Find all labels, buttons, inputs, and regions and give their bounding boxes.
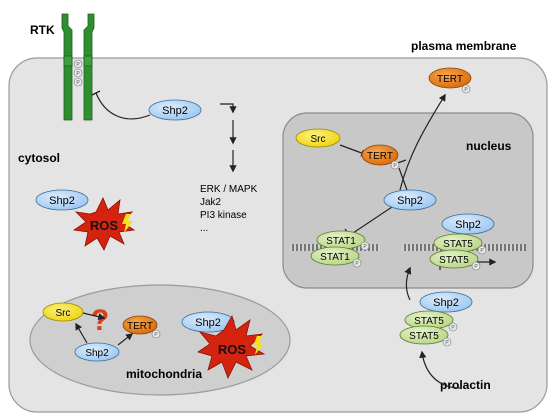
phospho-label: P: [355, 261, 359, 267]
src-label: Src: [311, 134, 326, 145]
tert-membrane: TERT P: [428, 67, 472, 94]
shp2-nucleus-stat5: Shp2: [441, 213, 495, 235]
pathway-item: ...: [200, 223, 208, 234]
phospho-label: P: [76, 80, 80, 86]
stat5-import-arrow: [404, 266, 412, 301]
tert-nucleus: TERT P: [361, 144, 400, 170]
rtk-receptor: [61, 13, 95, 121]
prolactin-label: prolactin: [440, 378, 491, 392]
stat1-dimer: STAT1 P STAT1 P: [310, 230, 370, 268]
inhibition-arrow-rtk: [95, 92, 151, 120]
nucleus-label: nucleus: [466, 139, 512, 153]
prolactin-arrow: [419, 350, 461, 389]
src-mito: Src: [42, 302, 84, 322]
stat1-label: STAT1: [320, 252, 350, 263]
stat1-label: STAT1: [326, 236, 356, 247]
tert-label: TERT: [367, 151, 393, 162]
phospho-label: P: [451, 325, 455, 331]
ros-burst-cytosol: ROS: [72, 197, 136, 251]
pathway-arrows: [220, 103, 237, 173]
phospho-label: P: [76, 71, 80, 77]
tert-label: TERT: [127, 321, 153, 332]
tert-mito: TERT P: [122, 315, 161, 339]
stat5-dimer-cytosol: STAT5 P STAT5 P: [399, 310, 458, 347]
shp2-label: Shp2: [455, 219, 481, 231]
stat5-label: STAT5: [409, 331, 439, 342]
phospho-label: P: [154, 332, 158, 338]
ros-label: ROS: [90, 218, 119, 233]
plasma-membrane-label: plasma membrane: [411, 39, 517, 53]
shp2-label: Shp2: [195, 317, 221, 329]
tert-label: TERT: [437, 74, 463, 85]
phospho-label: P: [464, 87, 468, 93]
question-mark: ?: [91, 304, 109, 337]
src-label: Src: [56, 308, 71, 319]
stat5-label: STAT5: [443, 239, 473, 250]
pathway-item: ERK / MAPK: [200, 184, 258, 195]
shp2-label: Shp2: [433, 297, 459, 309]
stat5-dimer-nucleus: STAT5 P STAT5 P: [429, 233, 487, 271]
shp2-mito-left: Shp2: [74, 342, 120, 362]
shp2-cytosol-stat5: Shp2: [419, 291, 473, 313]
ros-burst-mito: ROS: [197, 314, 266, 379]
shp2-mito-right: Shp2: [181, 311, 235, 333]
ros-label: ROS: [218, 342, 247, 357]
stat5-label: STAT5: [439, 255, 469, 266]
mito-arrows: [75, 312, 134, 346]
rtk-phosphates: P P P: [73, 59, 83, 87]
mitochondria-label: mitochondria: [126, 367, 202, 381]
pathway-item: Jak2: [200, 197, 222, 208]
phospho-label: P: [474, 264, 478, 270]
pathway-list: ERK / MAPK Jak2 PI3 kinase ...: [200, 184, 258, 234]
pathway-item: PI3 kinase: [200, 210, 247, 221]
phospho-label: P: [445, 340, 449, 346]
shp2-nucleus: Shp2: [383, 189, 437, 211]
phospho-label: P: [480, 248, 484, 254]
shp2-label: Shp2: [49, 195, 75, 207]
src-nucleus: Src: [295, 128, 341, 148]
phospho-label: P: [393, 163, 397, 169]
shp2-label: Shp2: [85, 348, 109, 359]
stat5-label: STAT5: [414, 316, 444, 327]
shp2-label: Shp2: [162, 105, 188, 117]
cytosol-label: cytosol: [18, 151, 60, 165]
shp2-cytosol: Shp2: [35, 189, 89, 211]
shp2-rtk: Shp2: [148, 99, 202, 121]
phospho-label: P: [363, 244, 367, 250]
rtk-label: RTK: [30, 23, 55, 37]
shp2-label: Shp2: [397, 195, 423, 207]
phospho-label: P: [76, 62, 80, 68]
